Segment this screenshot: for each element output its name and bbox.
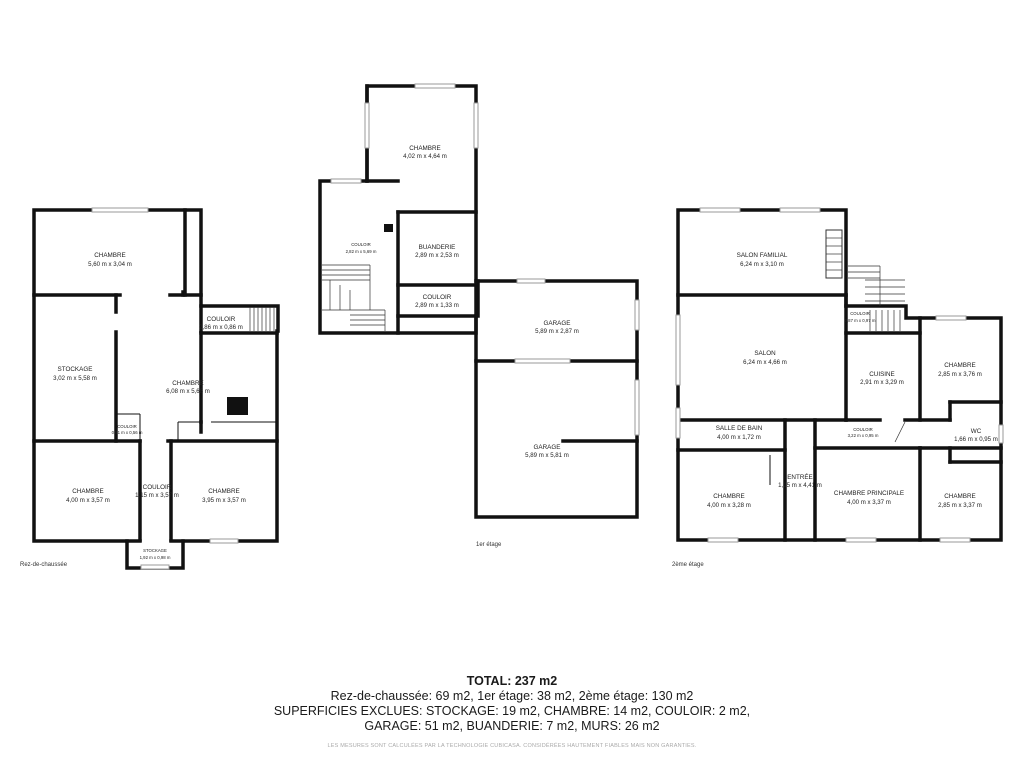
floor-areas: Rez-de-chaussée: 69 m2, 1er étage: 38 m2… [330,689,694,703]
room-dims: 4,00 m x 3,37 m [847,499,891,506]
room-dims: 1,92 m x 0,98 m [140,555,171,560]
room-dims: 3,95 m x 3,57 m [202,497,246,504]
room-dims: 5,60 m x 3,04 m [88,261,132,268]
room-label: CHAMBRE [409,145,441,152]
total-area: TOTAL: 237 m2 [466,674,558,688]
room-label: CUISINE [869,371,895,378]
room-dims: 2,91 m x 3,29 m [860,379,904,386]
room-dims: 2,82 m x 5,69 m [346,249,377,254]
room-label: CHAMBRE [94,252,126,259]
room-dims: 2,85 m x 3,37 m [938,502,982,509]
room-label: CHAMBRE [172,380,204,387]
room-label: CHAMBRE PRINCIPALE [834,490,904,497]
room-dims: 5,89 m x 2,87 m [535,328,579,335]
room-label: CHAMBRE [72,488,104,495]
room-label: STOCKAGE [143,548,167,553]
excluded-areas: SUPERFICIES EXCLUES: STOCKAGE: 19 m2, CH… [273,704,751,718]
room-dims: 6,24 m x 3,10 m [740,261,784,268]
room-dims: 0,87 m x 0,97 m [845,318,876,323]
room-dims: 5,89 m x 5,81 m [525,452,569,459]
floor-label: 2ème étage [672,562,704,568]
floor-label: 1er étage [476,542,502,548]
room-dims: 4,00 m x 3,28 m [707,502,751,509]
room-label: SALON FAMILIAL [737,252,788,259]
room-label: COULOIR [351,242,371,247]
room-label: COULOIR [853,427,873,432]
room-dims: 6,08 m x 5,68 m [166,388,210,395]
room-dims: 4,00 m x 1,72 m [717,434,761,441]
room-dims: 1,15 m x 3,57 m [135,492,179,499]
room-label: BUANDERIE [419,244,456,251]
room-label: SALLE DE BAIN [716,425,763,432]
room-dims: 2,89 m x 2,53 m [415,252,459,259]
room-dims: 2,85 m x 3,76 m [938,371,982,378]
room-dims: 0,91 m x 0,56 m [112,430,143,435]
room-label: CHAMBRE [944,493,976,500]
room-dims: 3,22 m x 0,95 m [848,433,879,438]
room-dims: 1,66 m x 0,95 m [954,436,998,443]
room-label: STOCKAGE [58,366,93,373]
room-dims: 2,86 m x 0,86 m [199,324,243,331]
room-label: COULOIR [143,484,172,491]
room-dims: 1,15 m x 4,41 m [778,482,822,489]
room-label: GARAGE [534,444,561,451]
room-label: COULOIR [423,294,452,301]
excluded-areas-cont: GARAGE: 51 m2, BUANDERIE: 7 m2, MURS: 26… [364,719,660,733]
room-dims: 2,89 m x 1,33 m [415,302,459,309]
room-label: CHAMBRE [944,362,976,369]
floor-label: Rez-de-chaussée [20,562,68,568]
room-label: CHAMBRE [208,488,240,495]
room-label: CHAMBRE [713,493,745,500]
room-dims: 4,00 m x 3,57 m [66,497,110,504]
room-dims: 3,02 m x 5,58 m [53,375,97,382]
floor-second: SALON FAMILIAL 6,24 m x 3,10 m COULOIR 0… [672,207,1004,568]
floor-first: CHAMBRE 4,02 m x 4,64 m COULOIR 2,82 m x… [318,83,640,548]
room-label: COULOIR [207,316,236,323]
room-label: GARAGE [544,320,571,327]
room-label: COULOIR [117,424,137,429]
room-label: ENTRÉE [787,472,813,481]
room-dims: 6,24 m x 4,66 m [743,359,787,366]
room-label: COULOIR [850,311,870,316]
room-dims: 4,02 m x 4,64 m [403,153,447,160]
disclaimer: LES MESURES SONT CALCULÉES PAR LA TECHNO… [327,743,697,749]
room-label: WC [971,428,982,435]
floor-ground: CHAMBRE 5,60 m x 3,04 m COULOIR 2,86 m x… [20,207,280,570]
room-label: SALON [754,350,776,357]
